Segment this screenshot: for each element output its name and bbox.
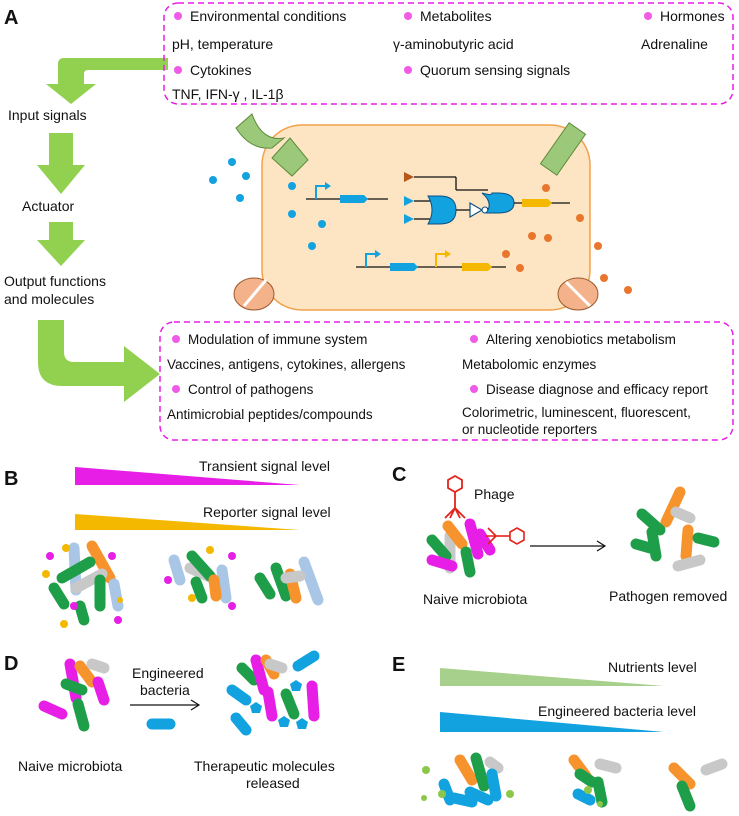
flow-input-signals: Input signals [8,107,87,123]
output-path-title: Control of pathogens [188,382,314,397]
bullet-icon [404,12,412,20]
phage-attached-icon [486,527,525,545]
input-env-detail: pH, temperature [172,36,273,52]
input-gene-circuit [306,182,388,203]
input-env-title: Environmental conditions [190,8,346,24]
signal-dots-b2 [164,546,236,610]
cleared-microbiota-c [630,486,720,572]
bullet-icon [470,385,478,393]
transporter-right-icon [557,277,599,311]
input-cyt-detail: TNF, IFN-γ , IL-1β [172,86,284,102]
input-horm-title: Hormones [660,8,725,24]
input-met-detail: γ-aminobutyric acid [393,36,514,52]
arrow-head-icon [596,540,607,552]
input-qs-title: Quorum sensing signals [420,62,570,78]
input-met-title: Metabolites [420,8,492,24]
reporter-signal-wedge [75,514,300,530]
treated-microbiota-d [226,650,320,736]
signal-dots-b1 [42,544,123,628]
receptor-right-icon [539,122,587,176]
nutrient-dots-e1 [421,766,514,801]
engineered-level-wedge [440,712,664,732]
engineered-cell [261,124,591,311]
input-to-actuator-arrow [37,133,85,194]
panel-label-c: C [392,464,406,486]
transient-signal-wedge [75,467,300,485]
naive-microbiota-label-c: Naive microbiota [423,591,527,607]
panel-label-a: A [4,7,18,29]
phage-label: Phage [474,486,515,502]
output-path-detail: Antimicrobial peptides/compounds [167,407,373,422]
input-cyt-title: Cytokines [190,62,251,78]
input-elbow-arrow [46,36,168,104]
panel-label-b: B [4,468,18,490]
engineered-bacteria-label-line1: Engineered [132,665,204,681]
naive-microbiota-c [426,518,496,578]
input-signals-box [163,2,734,105]
output-xeno-detail: Metabolomic enzymes [462,357,597,372]
microbiota-cluster-e1 [438,752,504,808]
bullet-icon [470,335,478,343]
logic-gate-circuit [404,172,570,225]
bullet-icon [172,335,180,343]
output-elbow-arrow [38,320,160,402]
output-molecules [502,184,632,294]
microbiota-cluster-b1 [48,540,124,626]
engineered-bacteria-label-line2: bacteria [140,682,190,698]
panel-label-e: E [392,654,405,676]
nutrients-level-label: Nutrients level [608,659,697,675]
bullet-icon [172,385,180,393]
bullet-icon [644,12,652,20]
bullet-icon [404,66,412,74]
nutrient-dots-e2 [584,786,603,807]
transporter-left-icon [233,277,275,311]
output-diag-title: Disease diagnose and efficacy report [486,382,708,397]
arrow-head-icon [190,699,201,711]
therapeutic-molecules [250,680,308,729]
panel-label-d: D [4,653,18,675]
pathogen-removed-label: Pathogen removed [609,588,727,604]
microbiota-cluster-e3 [668,758,728,812]
microbiota-cluster-e2 [568,754,622,808]
output-functions-box [159,321,734,441]
therapeutic-released-line2: released [246,775,300,791]
output-immune-title: Modulation of immune system [188,332,367,347]
input-horm-detail: Adrenaline [641,36,708,52]
receptor-left-icon [235,113,309,177]
output-diag-detail-line2: or nucleotide reporters [462,422,597,437]
bullet-icon [174,66,182,74]
input-molecules [209,158,326,250]
output-xeno-title: Altering xenobiotics metabolism [486,332,676,347]
naive-microbiota-d [38,658,110,732]
microbiota-cluster-b2 [168,550,232,604]
phage-icon [444,474,466,519]
microbiota-cluster-b3 [254,556,324,606]
engineered-level-label: Engineered bacteria level [538,703,696,719]
actuator-to-output-arrow [37,222,85,266]
output-diag-detail-line1: Colorimetric, luminescent, fluorescent, [462,405,691,420]
flow-actuator: Actuator [22,198,74,214]
output-gene-circuit [356,250,506,271]
nutrients-level-wedge [440,668,664,686]
flow-output-line1: Output functions [4,273,106,289]
transient-signal-label: Transient signal level [199,458,330,474]
bullet-icon [174,12,182,20]
reporter-signal-label: Reporter signal level [203,504,331,520]
flow-output-line2: and molecules [4,291,94,307]
output-immune-detail: Vaccines, antigens, cytokines, allergens [167,357,406,372]
naive-microbiota-label-d: Naive microbiota [18,758,122,774]
therapeutic-released-line1: Therapeutic molecules [194,758,335,774]
